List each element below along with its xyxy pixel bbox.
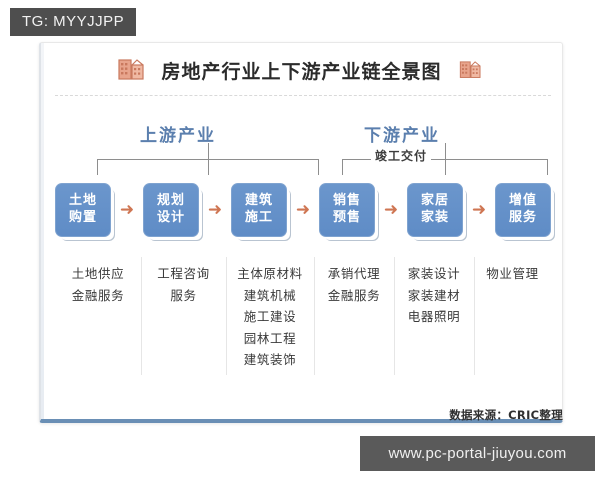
value-chain-flow: 土地 购置 ➜ 规划 设计 ➜ 建筑 施工 ➜ 销售 预售 ➜ 家居 家装 [55, 183, 551, 237]
flow-arrow-icon: ➜ [471, 200, 487, 220]
flow-arrow-icon: ➜ [207, 200, 223, 220]
section-heading-downstream: 下游产业 [364, 126, 440, 146]
flow-arrow-icon: ➜ [119, 200, 135, 220]
building-icon [117, 55, 147, 86]
detail-item: 工程咨询 [157, 266, 210, 281]
detail-item: 家装建材 [407, 287, 461, 303]
detail-column-construction: 主体原材料 建筑机械 施工建设 园林工程 建筑装饰 [226, 257, 314, 387]
infographic-card: 房地产行业上下游产业链全景图 上游产业 下游产 [39, 42, 563, 423]
chain-node-line1: 家居 [420, 193, 449, 209]
chain-node-line1: 增值 [508, 193, 537, 209]
site-watermark: www.pc-portal-jiuyou.com [360, 436, 595, 471]
detail-item: 电器照明 [407, 309, 461, 324]
chain-node-home-furnishing[interactable]: 家居 家装 [407, 183, 463, 237]
detail-item: 金融服务 [327, 287, 381, 303]
chain-node-line2: 服务 [508, 210, 537, 225]
chain-node-land-acquisition[interactable]: 土地 购置 [55, 183, 111, 237]
flow-arrow-icon: ➜ [383, 200, 399, 220]
chain-node-line1: 建筑 [244, 193, 273, 209]
chain-node-line2: 家装 [420, 210, 449, 225]
detail-item: 物业管理 [486, 266, 539, 281]
section-heading-upstream: 上游产业 [140, 126, 216, 146]
detail-item: 园林工程 [243, 330, 297, 346]
chain-node-planning-design[interactable]: 规划 设计 [143, 183, 199, 237]
page-title: 房地产行业上下游产业链全景图 [161, 61, 442, 83]
tg-watermark-badge: TG: MYYJJPP [10, 8, 137, 36]
chain-node-line1: 销售 [332, 193, 361, 209]
detail-column-land-acquisition: 土地供应 金融服务 [55, 257, 141, 387]
detail-item: 土地供应 [71, 266, 125, 281]
delivery-label: 竣工交付 [371, 147, 432, 164]
flow-arrow-icon: ➜ [295, 200, 311, 220]
detail-item: 主体原材料 [237, 266, 303, 281]
detail-item: 金融服务 [71, 287, 125, 303]
detail-item: 建筑装饰 [243, 352, 297, 367]
detail-column-sales-presale: 承销代理 金融服务 [314, 257, 394, 387]
card-title-row: 房地产行业上下游产业链全景图 [41, 55, 562, 86]
detail-columns: 土地供应 金融服务 工程咨询 服务 主体原材料 建筑机械 施工建设 园林工程 建… [55, 257, 551, 387]
chain-node-line2: 预售 [332, 210, 361, 225]
chain-node-line2: 设计 [156, 210, 185, 225]
detail-item: 施工建设 [243, 309, 297, 324]
bracket-downstream [342, 159, 548, 175]
detail-item: 建筑机械 [243, 287, 297, 303]
chain-node-sales-presale[interactable]: 销售 预售 [319, 183, 375, 237]
chain-node-line2: 购置 [68, 210, 97, 225]
detail-column-value-added-services: 物业管理 [474, 257, 551, 387]
building-icon-secondary [458, 58, 483, 83]
detail-item: 承销代理 [327, 266, 381, 281]
detail-item: 服务 [170, 287, 197, 303]
chain-node-line2: 施工 [244, 210, 273, 225]
detail-item: 家装设计 [407, 266, 461, 281]
detail-column-home-furnishing: 家装设计 家装建材 电器照明 [394, 257, 474, 387]
chain-node-construction[interactable]: 建筑 施工 [231, 183, 287, 237]
title-divider [55, 95, 551, 96]
source-note: 数据来源：CRIC整理 [449, 408, 563, 422]
chain-node-line1: 土地 [68, 193, 97, 209]
detail-column-planning-design: 工程咨询 服务 [141, 257, 226, 387]
chain-node-value-added-services[interactable]: 增值 服务 [495, 183, 551, 237]
chain-node-line1: 规划 [156, 193, 185, 209]
bracket-upstream [97, 159, 319, 175]
